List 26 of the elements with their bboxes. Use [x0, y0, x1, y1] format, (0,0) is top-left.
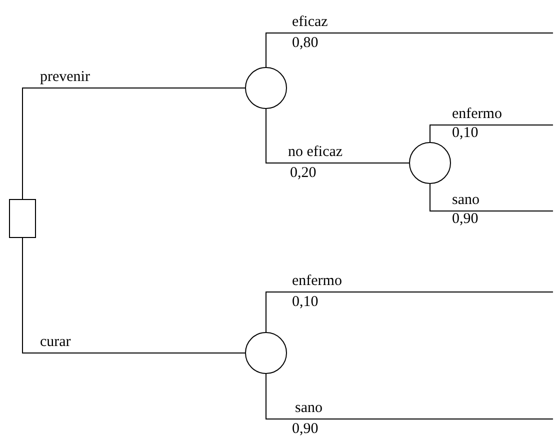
edge-label: enfermo — [292, 273, 342, 290]
edge-label: prevenir — [40, 69, 90, 86]
edge-label: no eficaz — [288, 144, 343, 161]
probability-label: 0,90 — [292, 421, 318, 438]
branch-line — [22, 238, 246, 354]
probability-label: 0,10 — [292, 294, 318, 311]
chance-node — [245, 67, 287, 109]
branch-line — [266, 374, 554, 420]
branch-line — [266, 292, 554, 332]
edge-label: enfermo — [452, 106, 502, 123]
branch-line — [22, 88, 246, 200]
branch-line — [430, 184, 554, 212]
edge-label: curar — [40, 334, 71, 351]
chance-node — [409, 142, 451, 184]
branch-line — [266, 108, 410, 164]
edge-label: sano — [295, 400, 322, 417]
probability-label: 0,20 — [290, 165, 316, 182]
probability-label: 0,80 — [292, 35, 318, 52]
chance-node — [245, 332, 287, 374]
decision-node — [9, 199, 36, 238]
probability-label: 0,90 — [452, 211, 478, 228]
branch-line — [430, 124, 554, 142]
probability-label: 0,10 — [452, 125, 478, 142]
edge-label: sano — [452, 192, 480, 209]
edge-label: eficaz — [292, 14, 328, 31]
branch-line — [266, 32, 554, 68]
